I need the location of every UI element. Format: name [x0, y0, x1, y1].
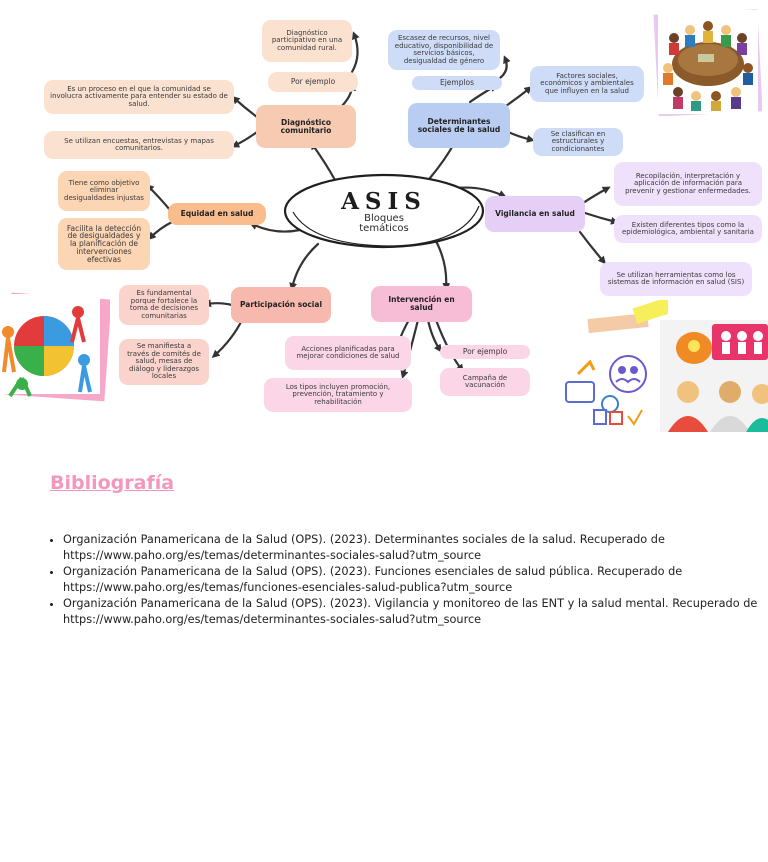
determinantes-examples-text: Escasez de recursos, nivel educativo, di… — [388, 30, 500, 70]
mind-map: ASIS Bloques temáticos Diagnóstico comun… — [0, 8, 768, 432]
vigilancia-detail-2: Existen diferentes tipos como la epidemi… — [614, 215, 762, 243]
center-subtitle-line-1: Bloques — [364, 213, 404, 224]
hub-vigilancia-salud: Vigilancia en salud — [485, 196, 585, 232]
intervencion-example-text: Campaña de vacunación — [440, 368, 530, 396]
center-subtitle: Bloques temáticos — [283, 214, 485, 234]
vigilancia-detail-1: Recopilación, interpretación y aplicació… — [614, 162, 762, 206]
center-subtitle-line-2: temáticos — [359, 223, 409, 234]
bibliography-item: Organización Panamericana de la Salud (O… — [63, 532, 763, 564]
determinantes-detail-1: Factores sociales, económicos y ambienta… — [530, 66, 644, 102]
participacion-detail-2: Se manifiesta a través de comités de sal… — [119, 339, 209, 385]
intervencion-example-label: Por ejemplo — [440, 345, 530, 359]
hub-equidad-salud: Equidad en salud — [168, 203, 266, 225]
determinantes-examples-label: Ejemplos — [412, 76, 502, 90]
vigilancia-detail-3: Se utilizan herramientas como los sistem… — [600, 262, 752, 296]
center-node: ASIS Bloques temáticos — [283, 172, 485, 250]
center-ellipse — [283, 173, 485, 249]
bibliography-item: Organización Panamericana de la Salud (O… — [63, 596, 763, 628]
puzzle-people-illustration — [0, 292, 112, 402]
diagnostico-detail-1: Es un proceso en el que la comunidad se … — [44, 80, 234, 114]
determinantes-detail-2: Se clasifican en estructurales y condici… — [533, 128, 623, 156]
diagnostico-detail-2: Se utilizan encuestas, entrevistas y map… — [44, 131, 234, 159]
bibliography-list: Organización Panamericana de la Salud (O… — [49, 532, 763, 628]
intervencion-detail-1: Acciones planificadas para mejorar condi… — [285, 336, 411, 370]
diagnostico-example-text: Diagnóstico participativo en una comunid… — [262, 20, 352, 62]
hub-participacion-social: Participación social — [231, 287, 331, 323]
bibliography-item: Organización Panamericana de la Salud (O… — [63, 564, 763, 596]
hub-intervencion-salud: Intervención en salud — [371, 286, 472, 322]
diagnostico-example-label: Por ejemplo — [268, 72, 358, 92]
community-meeting-illustration — [652, 8, 763, 117]
participacion-detail-1: Es fundamental porque fortalece la toma … — [119, 285, 209, 325]
equidad-detail-2: Facilita la detección de desigualdades y… — [58, 218, 150, 270]
teamwork-icons-illustration — [558, 296, 676, 432]
center-title: ASIS — [341, 188, 427, 215]
hub-diagnostico-comunitario: Diagnóstico comunitario — [256, 105, 356, 148]
intervencion-detail-2: Los tipos incluyen promoción, prevención… — [264, 378, 412, 412]
bibliography-title: Bibliografía — [50, 472, 175, 494]
equidad-detail-1: Tiene como objetivo eliminar desigualdad… — [58, 171, 150, 211]
hub-determinantes-sociales: Determinantes sociales de la salud — [408, 103, 510, 148]
people-discussion-illustration — [660, 320, 768, 432]
